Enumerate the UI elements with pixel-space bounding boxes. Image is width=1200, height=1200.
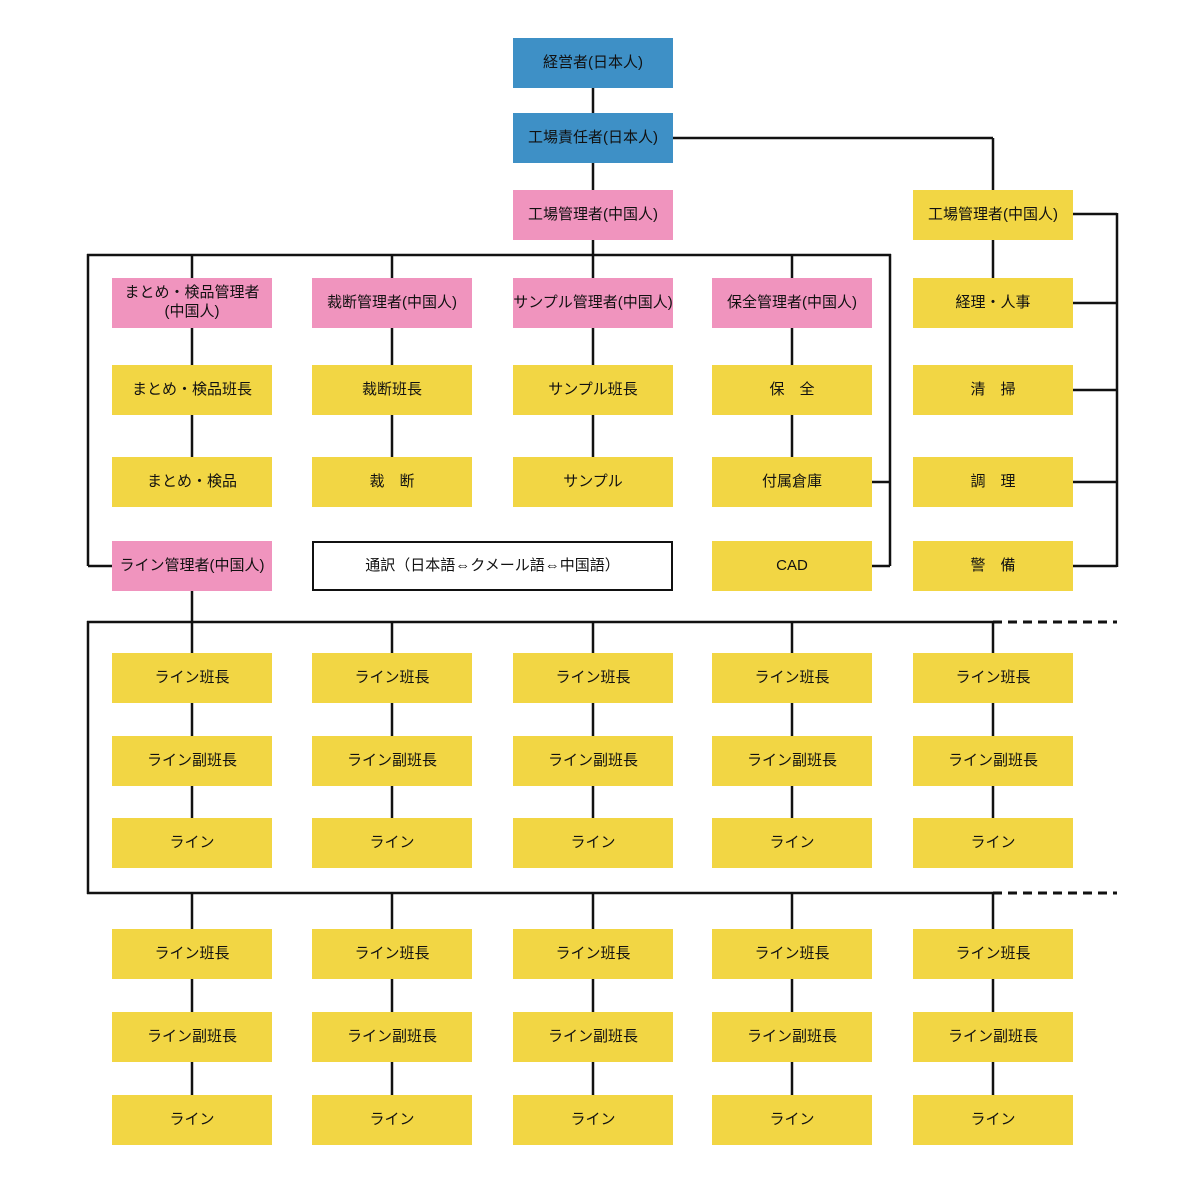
node-dept-sample-manager: サンプル管理者(中国人) <box>513 278 673 328</box>
node-admin-manager: 工場管理者(中国人) <box>913 190 1073 240</box>
dashed-connectors <box>993 620 1117 895</box>
node-dept-hozen-manager: 保全管理者(中国人) <box>712 278 872 328</box>
node-line-unit: ライン <box>312 818 472 868</box>
node-line-deputy: ライン副班長 <box>112 1012 272 1062</box>
node-line-leader: ライン班長 <box>513 653 673 703</box>
node-dept-hozen-leader: 保 全 <box>712 365 872 415</box>
node-line-deputy: ライン副班長 <box>513 736 673 786</box>
node-dept-saidan-manager: 裁断管理者(中国人) <box>312 278 472 328</box>
node-line-unit: ライン <box>112 1095 272 1145</box>
node-dept-matome-unit: まとめ・検品 <box>112 457 272 507</box>
node-line-unit: ライン <box>513 1095 673 1145</box>
node-line-unit: ライン <box>513 818 673 868</box>
node-executive: 経営者(日本人) <box>513 38 673 88</box>
node-dept-sample-unit: サンプル <box>513 457 673 507</box>
node-line-unit: ライン <box>312 1095 472 1145</box>
node-line-deputy: ライン副班長 <box>913 736 1073 786</box>
node-line-deputy: ライン副班長 <box>312 1012 472 1062</box>
node-admin-unit-accounting-hr: 経理・人事 <box>913 278 1073 328</box>
node-admin-unit-cleaning: 清 掃 <box>913 365 1073 415</box>
solid-connectors <box>86 88 1119 1095</box>
node-line-unit: ライン <box>913 818 1073 868</box>
node-dept-matome-leader: まとめ・検品班長 <box>112 365 272 415</box>
node-dept-hozen-unit: 付属倉庫 <box>712 457 872 507</box>
node-line-unit: ライン <box>112 818 272 868</box>
node-line-deputy: ライン副班長 <box>312 736 472 786</box>
node-line-leader: ライン班長 <box>712 929 872 979</box>
node-line-deputy: ライン副班長 <box>112 736 272 786</box>
node-line-unit: ライン <box>712 1095 872 1145</box>
node-cad: CAD <box>712 541 872 591</box>
node-dept-matome-manager: まとめ・検品管理者 (中国人) <box>112 278 272 328</box>
node-line-leader: ライン班長 <box>513 929 673 979</box>
node-dept-saidan-unit: 裁 断 <box>312 457 472 507</box>
node-admin-unit-security: 警 備 <box>913 541 1073 591</box>
node-factory-manager: 工場管理者(中国人) <box>513 190 673 240</box>
node-line-leader: ライン班長 <box>913 929 1073 979</box>
node-line-deputy: ライン副班長 <box>913 1012 1073 1062</box>
node-line-manager: ライン管理者(中国人) <box>112 541 272 591</box>
node-admin-unit-cooking: 調 理 <box>913 457 1073 507</box>
node-line-leader: ライン班長 <box>312 929 472 979</box>
node-line-leader: ライン班長 <box>913 653 1073 703</box>
node-dept-saidan-leader: 裁断班長 <box>312 365 472 415</box>
node-line-deputy: ライン副班長 <box>712 736 872 786</box>
node-line-unit: ライン <box>913 1095 1073 1145</box>
node-dept-sample-leader: サンプル班長 <box>513 365 673 415</box>
node-factory-head: 工場責任者(日本人) <box>513 113 673 163</box>
node-line-deputy: ライン副班長 <box>513 1012 673 1062</box>
node-interpreter: 通訳（日本語⇔クメール語⇔中国語） <box>312 541 673 591</box>
node-line-leader: ライン班長 <box>712 653 872 703</box>
node-line-unit: ライン <box>712 818 872 868</box>
node-line-deputy: ライン副班長 <box>712 1012 872 1062</box>
node-line-leader: ライン班長 <box>112 929 272 979</box>
node-line-leader: ライン班長 <box>112 653 272 703</box>
node-line-leader: ライン班長 <box>312 653 472 703</box>
